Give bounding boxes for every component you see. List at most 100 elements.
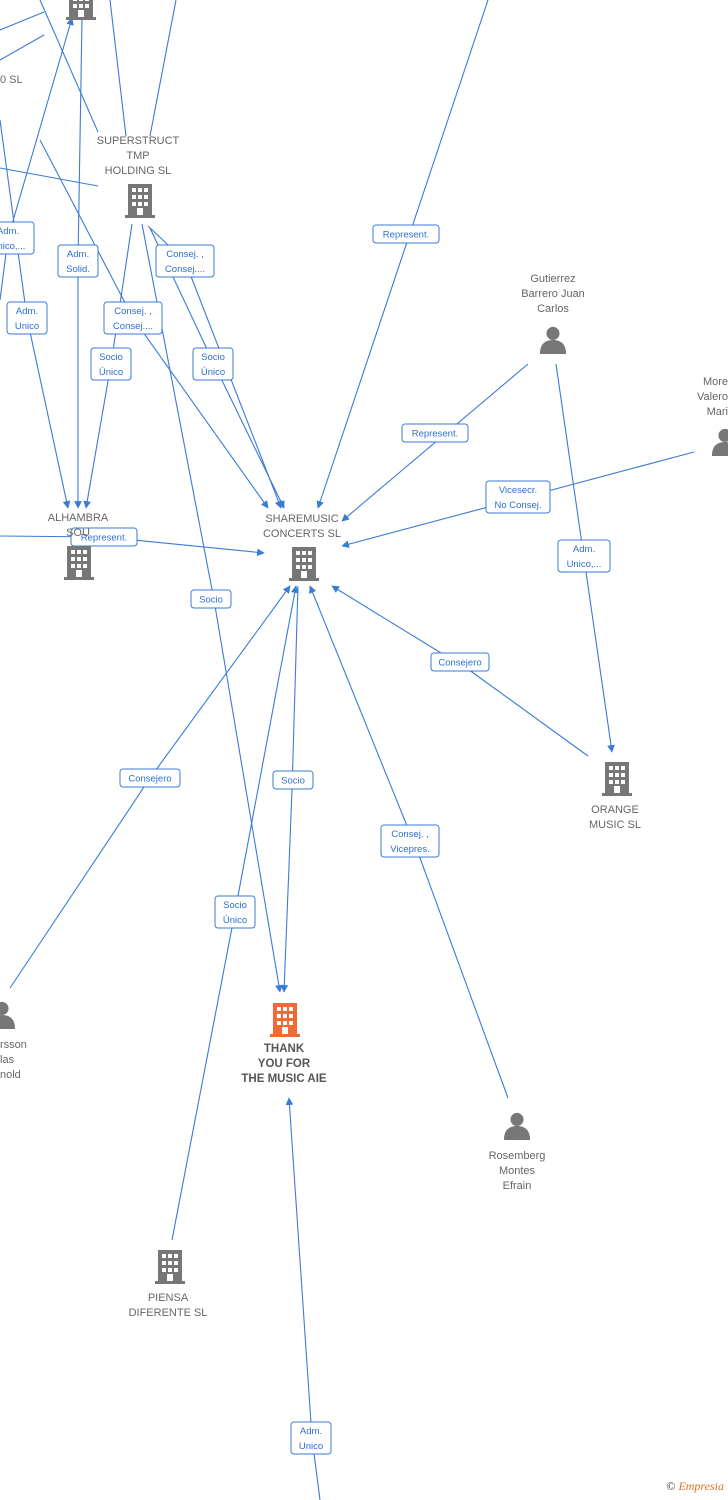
- node-label: 0 SL: [0, 74, 23, 86]
- footer-brand: © Empresia: [666, 1479, 724, 1494]
- edge-label[interactable]: Represent.: [401, 423, 469, 443]
- person-icon: [539, 326, 567, 354]
- edge-line: [316, 0, 489, 509]
- node-label: rsson: [0, 1039, 27, 1051]
- edge-label[interactable]: Consejero: [119, 768, 181, 788]
- edge-label-box: [380, 824, 440, 858]
- edge-label[interactable]: Adm. Unico: [6, 301, 48, 335]
- edge-label-box: [155, 244, 215, 278]
- edge-label[interactable]: Consej. , Vicepres.: [380, 824, 440, 858]
- edge-label-box: [214, 895, 256, 929]
- node-label: SHAREMUSIC: [265, 513, 338, 525]
- person-icon: [711, 428, 728, 456]
- brand-logo: Empresia: [678, 1479, 724, 1493]
- edge-label-text: Consej. ,: [114, 306, 152, 317]
- node-sl_partial[interactable]: 0 SL: [0, 74, 23, 86]
- copyright-symbol: ©: [666, 1479, 676, 1493]
- building-icon: [125, 184, 155, 218]
- edge-label-box: [190, 589, 232, 609]
- edge-label-box: [272, 770, 314, 790]
- edge-label-text: Unico: [15, 321, 39, 332]
- edge-label-text: Adm.: [67, 249, 89, 260]
- edge-label[interactable]: Adm.Unico,...: [0, 221, 35, 255]
- edge-line: [0, 167, 99, 187]
- edge-label-text: Represent.: [81, 533, 127, 544]
- edge-label-text: Vicepres.: [390, 844, 429, 855]
- node-label: THE MUSIC AIE: [241, 1073, 327, 1085]
- node-label: Montes: [499, 1165, 536, 1177]
- edge-label-box: [372, 224, 440, 244]
- node-label: Gutierrez: [530, 273, 575, 285]
- edge-label-box: [485, 480, 551, 514]
- edge-label-text: Adm.: [300, 1426, 322, 1437]
- edge-label-box: [192, 347, 234, 381]
- edge-line: [149, 0, 177, 137]
- edge-label-text: Socio: [99, 352, 123, 363]
- edge-label[interactable]: Adm.Solid.: [57, 244, 99, 278]
- edge-label[interactable]: Vicesecr.No Consej.: [485, 480, 551, 514]
- edge-line: [0, 11, 45, 31]
- node-label: Barrero Juan: [521, 288, 585, 300]
- person-icon: [0, 1001, 16, 1029]
- edge-label[interactable]: Adm.Unico: [290, 1421, 332, 1455]
- node-label: More: [703, 376, 728, 388]
- edge-label-text: Socio: [281, 776, 305, 787]
- edge-label-box: [6, 301, 48, 335]
- edge-label[interactable]: Consej. , Consej....: [103, 301, 163, 335]
- node-label: nold: [0, 1069, 21, 1081]
- edge-line: [0, 34, 45, 61]
- building-icon: [66, 0, 96, 20]
- node-label: las: [0, 1054, 15, 1066]
- edge-label-text: Consej. ,: [166, 249, 204, 260]
- edge-label-text: Adm.: [573, 544, 595, 555]
- edge-label-text: Único: [223, 915, 247, 926]
- edge-label-text: Consej....: [113, 321, 153, 332]
- edge-label-box: [557, 539, 611, 573]
- edge-label[interactable]: Consej. ,Consej....: [155, 244, 215, 278]
- edge-label-text: Adm.: [16, 306, 38, 317]
- node-label: HOLDING SL: [105, 165, 172, 177]
- edge-label-text: Consejero: [438, 658, 481, 669]
- edge-line: [109, 0, 127, 137]
- edge-label-text: Represent.: [383, 230, 429, 241]
- edge-label[interactable]: Represent.: [372, 224, 440, 244]
- edge-label[interactable]: Consejero: [430, 652, 490, 672]
- node-label: THANK: [264, 1043, 305, 1055]
- edge-line: [331, 585, 589, 757]
- edge-label-box: [57, 244, 99, 278]
- edge-label-text: Único: [99, 367, 123, 378]
- edge-label-box: [119, 768, 181, 788]
- node-label: Rosemberg: [489, 1150, 546, 1162]
- node-topco[interactable]: [66, 0, 96, 20]
- edge-label-text: Consej. ,: [391, 829, 429, 840]
- edge-label-text: Represent.: [412, 429, 458, 440]
- edge-label[interactable]: Socio: [272, 770, 314, 790]
- node-label: MUSIC SL: [589, 819, 641, 831]
- node-label: TMP: [126, 150, 149, 162]
- node-label: SOU: [66, 527, 90, 539]
- edge-label-box: [430, 652, 490, 672]
- edge-label[interactable]: Adm.Unico,...: [557, 539, 611, 573]
- node-label: Carlos: [537, 303, 569, 315]
- node-karlsson[interactable]: rsson las nold: [0, 1001, 27, 1081]
- edge-label-text: Adm.: [0, 226, 19, 237]
- edge-label-text: Socio: [223, 900, 247, 911]
- building-icon: [602, 762, 632, 796]
- edge-label-text: Socio: [201, 352, 225, 363]
- edge-label[interactable]: Represent.: [70, 527, 138, 547]
- node-label: DIFERENTE SL: [129, 1307, 208, 1319]
- edge-label[interactable]: Socio: [190, 589, 232, 609]
